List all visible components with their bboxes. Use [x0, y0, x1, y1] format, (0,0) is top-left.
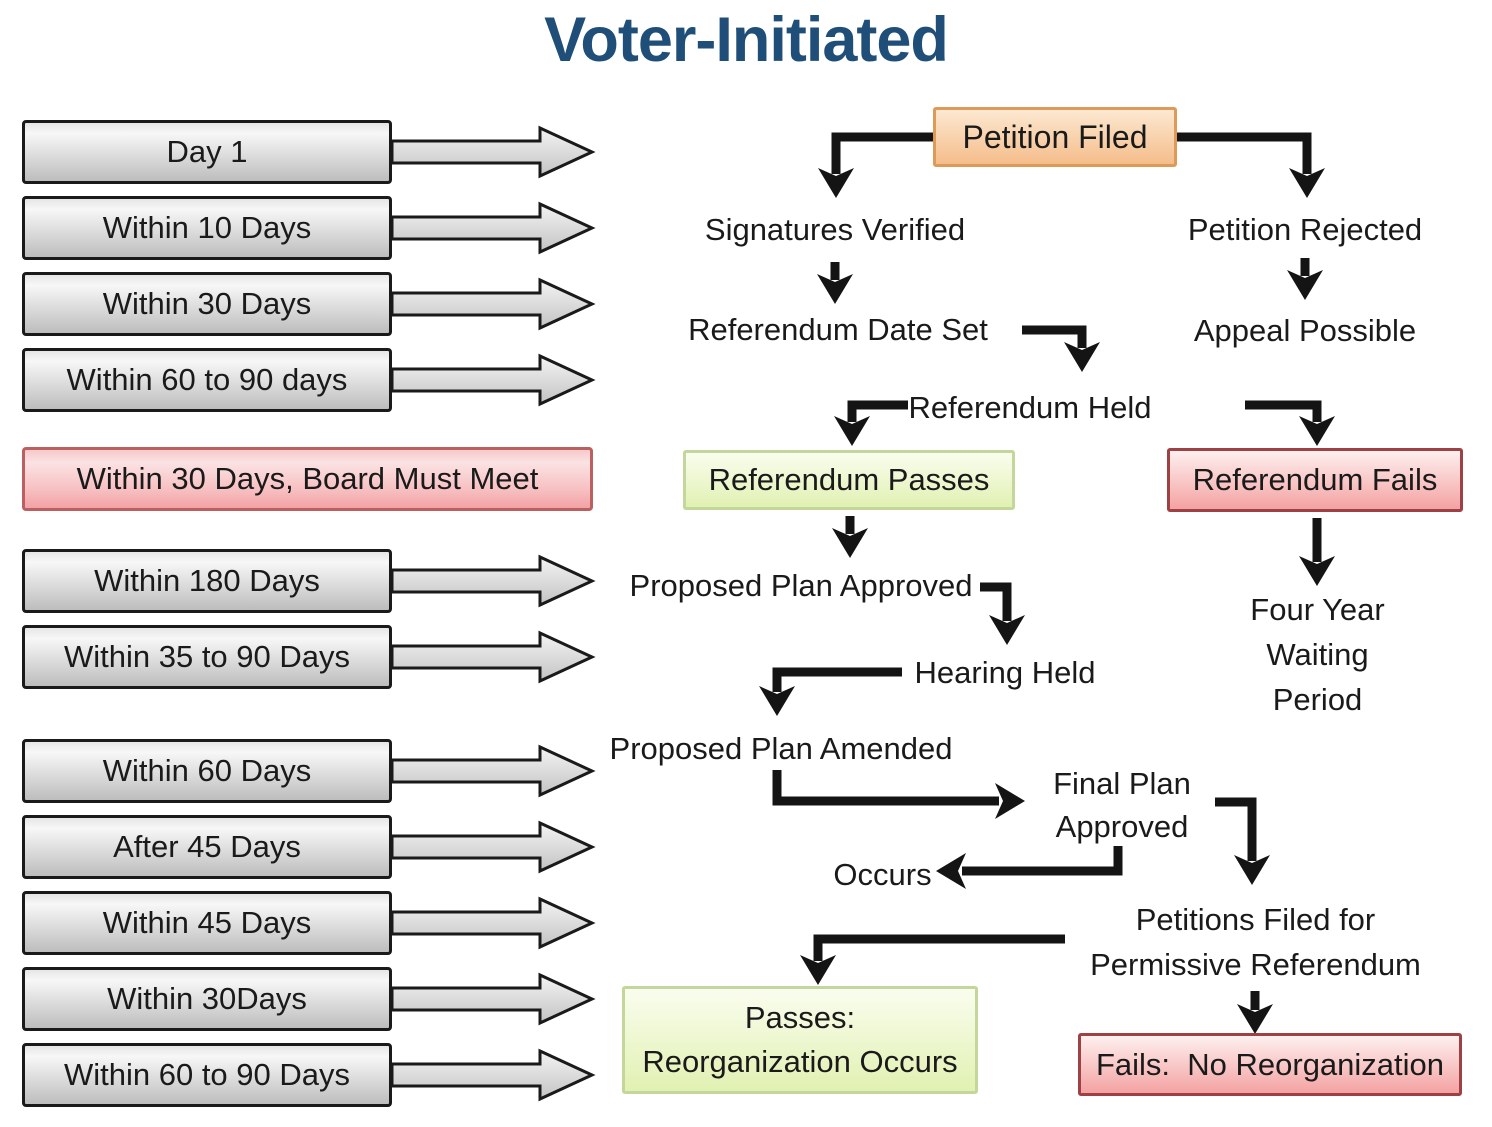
timeline-box: Within 60 Days	[22, 739, 392, 803]
node-appeal-possible: Appeal Possible	[1193, 313, 1417, 348]
node-passes-reorganization: Passes: Reorganization Occurs	[622, 986, 978, 1094]
timeline-box: Within 10 Days	[22, 196, 392, 260]
timeline-box: After 45 Days	[22, 815, 392, 879]
node-petition-filed: Petition Filed	[933, 107, 1177, 167]
timeline-box-label: After 45 Days	[113, 829, 301, 864]
node-referendum-passes: Referendum Passes	[683, 450, 1015, 510]
timeline-box: Day 1	[22, 120, 392, 184]
timeline-box-label: Within 30Days	[107, 981, 307, 1016]
node-passes-line1: Passes:	[744, 1000, 856, 1035]
timeline-box-label: Day 1	[166, 134, 248, 169]
timeline-box-label: Within 180 Days	[94, 563, 320, 598]
timeline-box: Within 60 to 90 Days	[22, 1043, 392, 1107]
flow-connectors	[759, 132, 1335, 1034]
timeline-box: Within 60 to 90 days	[22, 348, 392, 412]
timeline-box-board-must-meet: Within 30 Days, Board Must Meet	[22, 447, 593, 511]
timeline-box-label: Within 60 Days	[102, 753, 312, 788]
timeline-box-label: Within 30 Days	[102, 286, 312, 321]
timeline-box-label: Within 35 to 90 Days	[63, 639, 351, 674]
timeline-box-label: Within 30 Days, Board Must Meet	[76, 461, 539, 496]
node-petitions-filed-permissive: Petitions Filed for Permissive Referendu…	[1090, 902, 1421, 982]
timeline-box-label: Within 45 Days	[102, 905, 312, 940]
node-fails-no-reorganization: Fails: No Reorganization	[1078, 1033, 1462, 1096]
node-referendum-date-set: Referendum Date Set	[688, 312, 988, 347]
node-four-year-waiting-period: Four Year Waiting Period	[1250, 592, 1385, 717]
timeline-box-label: Within 60 to 90 days	[66, 362, 348, 397]
page-title: Voter-Initiated	[544, 5, 949, 75]
timeline-box-label: Within 10 Days	[102, 210, 312, 245]
node-signatures-verified: Signatures Verified	[704, 212, 966, 247]
timeline-box: Within 180 Days	[22, 549, 392, 613]
node-final-plan-approved: Final Plan Approved	[1053, 766, 1191, 844]
node-proposed-plan-approved: Proposed Plan Approved	[629, 568, 973, 603]
timeline-box-label: Within 60 to 90 Days	[63, 1057, 351, 1092]
node-occurs: Occurs	[833, 857, 932, 892]
node-proposed-plan-amended: Proposed Plan Amended	[609, 731, 953, 766]
node-referendum-held: Referendum Held	[908, 390, 1152, 425]
timeline-box: Within 45 Days	[22, 891, 392, 955]
timeline-box: Within 35 to 90 Days	[22, 625, 392, 689]
node-passes-line2: Reorganization Occurs	[642, 1044, 958, 1079]
timeline-box: Within 30Days	[22, 967, 392, 1031]
timeline-box: Within 30 Days	[22, 272, 392, 336]
node-referendum-fails: Referendum Fails	[1167, 448, 1463, 512]
node-petition-rejected: Petition Rejected	[1187, 212, 1423, 247]
node-hearing-held: Hearing Held	[914, 655, 1096, 690]
